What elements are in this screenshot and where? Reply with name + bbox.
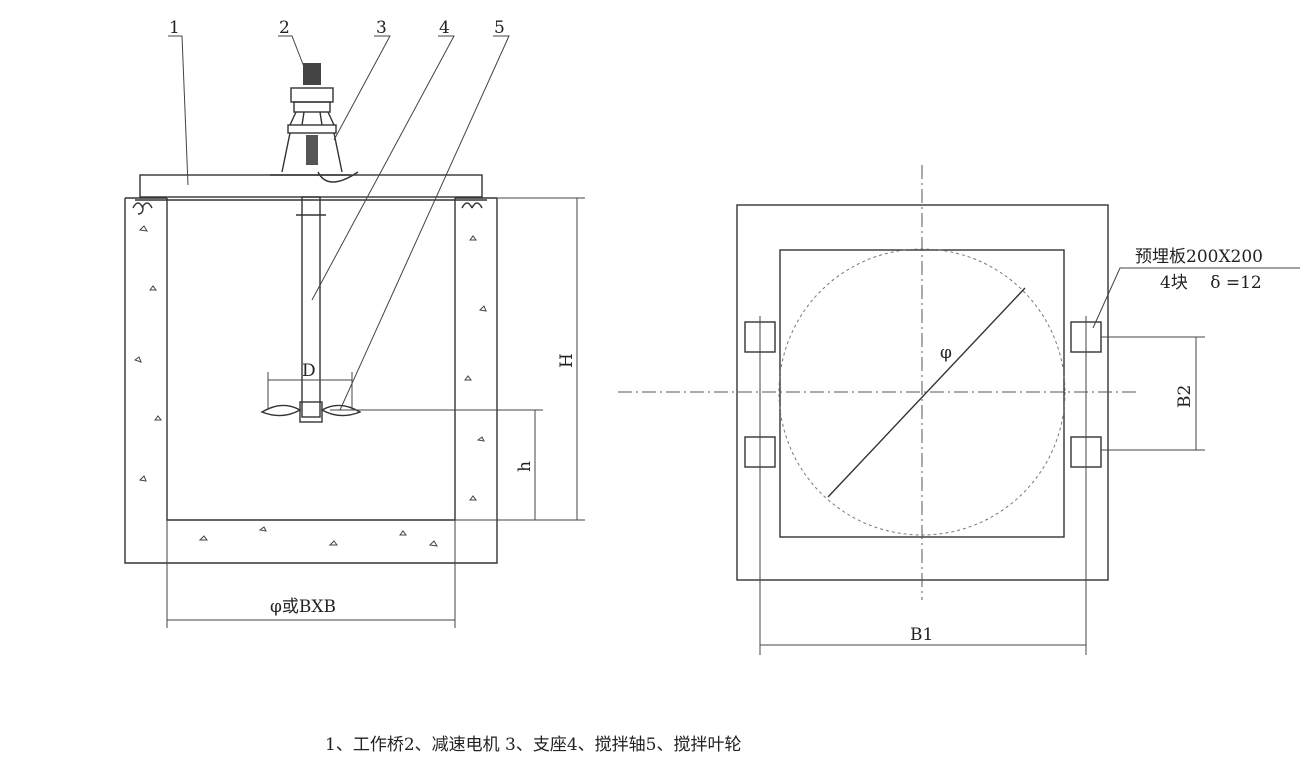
- dim-d-label: D: [302, 361, 316, 381]
- anchor-hooks: [132, 202, 483, 215]
- impeller: [260, 401, 362, 423]
- part-label-1: 1: [169, 18, 180, 38]
- caption: 1、工作桥2、减速电机 3、支座4、搅拌轴5、搅拌叶轮: [325, 735, 742, 755]
- diameter-line: [827, 287, 1026, 498]
- plate-spec-line1: 预埋板200X200: [1135, 247, 1263, 267]
- embedded-plates: [744, 321, 1102, 468]
- dim-tank-size-label: φ或BXB: [270, 597, 336, 617]
- dim-h-upper-label: H: [557, 353, 577, 368]
- work-bridge: [139, 174, 483, 198]
- tank-circle: [778, 248, 1066, 536]
- plate-spec-line2: 4块 δ =12: [1160, 273, 1262, 293]
- concrete-hatch: [133, 225, 487, 547]
- agitator-shaft: [301, 196, 321, 418]
- dim-h-lower-label: h: [515, 461, 535, 472]
- plan-view: φ B1 B2 预埋板200X200 4块 δ =12: [618, 165, 1300, 655]
- diameter-label: φ: [940, 343, 952, 363]
- dim-b1-label: B1: [910, 625, 933, 645]
- part-label-4: 4: [439, 18, 450, 38]
- part-label-3: 3: [376, 18, 387, 38]
- part-label-5: 5: [494, 18, 505, 38]
- dim-b2-label: B2: [1175, 385, 1195, 408]
- tank-outer-wall: [124, 198, 498, 564]
- tank-inner-wall: [166, 198, 456, 521]
- elevation-view: D H h φ或BXB 1 2 3 4 5: [124, 18, 585, 628]
- part-label-2: 2: [279, 18, 290, 38]
- gear-motor: [270, 63, 359, 183]
